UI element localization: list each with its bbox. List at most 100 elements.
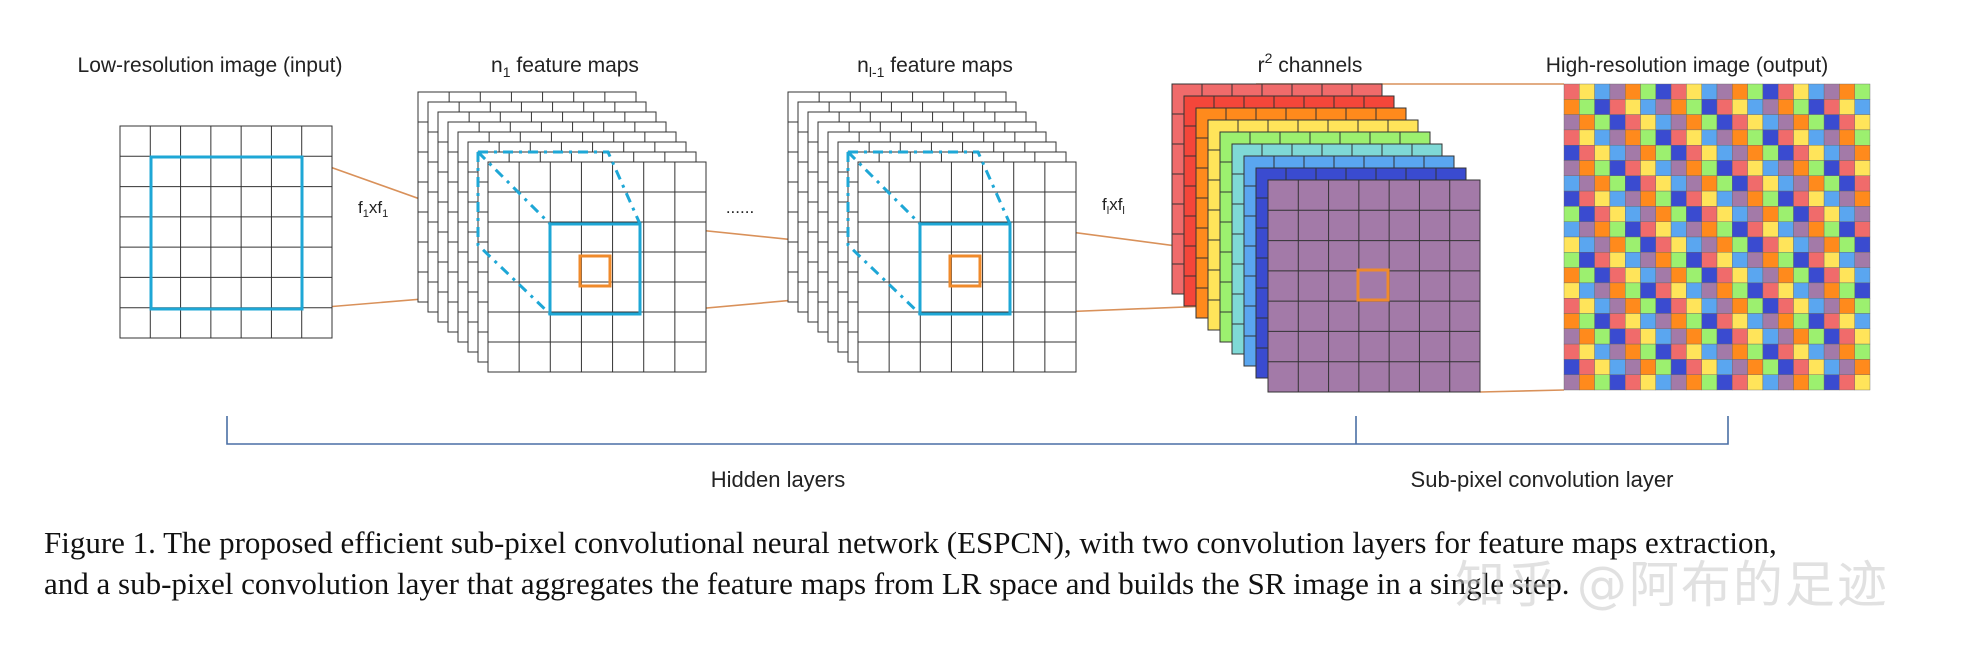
hr-pixel [1579,114,1595,131]
hr-pixel [1609,236,1626,253]
hr-pixel [1839,99,1855,115]
hr-pixel [1701,221,1718,238]
hr-pixel [1808,190,1825,207]
hr-pixel [1594,282,1611,299]
hr-pixel [1701,99,1718,115]
hr-pixel [1732,114,1748,131]
hr-pixel [1655,313,1672,330]
hr-pixel [1762,267,1779,284]
hr-pixel [1823,221,1840,238]
hr-pixel [1777,175,1794,192]
hr-pixel [1609,374,1626,391]
hr-pixel [1655,298,1672,314]
hr-pixel [1594,359,1611,375]
hr-pixel [1732,206,1748,222]
feature-maps-1-stack [417,91,707,373]
hr-pixel [1808,83,1825,100]
hr-pixel [1670,190,1687,207]
hr-pixel [1839,298,1855,314]
hr-pixel [1839,267,1855,284]
hr-pixel [1624,359,1641,375]
hr-pixel [1777,144,1794,161]
hr-pixel [1563,129,1580,146]
hr-pixel [1624,129,1641,146]
hr-pixel [1823,374,1840,391]
hr-pixel [1732,374,1748,391]
hr-pixel [1762,160,1779,177]
hr-pixel [1793,99,1810,115]
hr-pixel [1594,267,1611,284]
hr-pixel [1777,99,1794,115]
hr-pixel [1793,343,1810,360]
hr-pixel [1640,252,1657,268]
hr-pixel [1793,252,1810,268]
hr-pixel [1823,359,1840,375]
hr-pixel [1640,175,1657,192]
hr-pixel [1624,221,1641,238]
hr-pixel [1624,267,1641,284]
channels-label: r2 channels [1258,50,1363,77]
hr-pixel [1839,144,1855,161]
hr-pixel [1640,160,1657,177]
hr-pixel [1808,252,1825,268]
hr-pixel [1777,282,1794,299]
hr-pixel [1686,99,1702,115]
hr-pixel [1655,236,1672,253]
hr-pixel [1670,343,1687,360]
hr-pixel [1686,252,1702,268]
hr-pixel [1762,99,1779,115]
hr-pixel [1716,221,1733,238]
hr-pixel [1747,160,1764,177]
hr-pixel [1594,252,1611,268]
kernel-size-l-label: flxfl [1102,195,1125,217]
hr-pixel [1808,206,1825,222]
hr-pixel [1762,359,1779,375]
hr-pixel [1655,206,1672,222]
hr-pixel [1563,359,1580,375]
hr-pixel [1563,298,1580,314]
hr-pixel [1716,328,1733,345]
hr-pixel [1594,83,1611,100]
hr-pixel [1579,236,1595,253]
hr-pixel [1655,359,1672,375]
hr-pixel [1823,236,1840,253]
hr-pixel [1609,252,1626,268]
hr-pixel [1624,99,1641,115]
hr-pixel [1686,313,1702,330]
hr-pixel [1686,114,1702,131]
hr-pixel [1808,313,1825,330]
hr-pixel [1701,206,1718,222]
hr-pixel [1609,343,1626,360]
hr-pixel [1732,175,1748,192]
hr-pixel [1747,343,1764,360]
hr-pixel [1563,175,1580,192]
hr-pixel [1579,313,1595,330]
hr-pixel [1762,374,1779,391]
hr-pixel [1701,129,1718,146]
hr-pixel [1839,313,1855,330]
hr-pixel [1747,221,1764,238]
kernel-size-1-label: f1xf1 [358,198,388,220]
hr-pixel [1624,328,1641,345]
hr-pixel [1686,267,1702,284]
hr-pixel [1716,129,1733,146]
hr-pixel [1839,160,1855,177]
hr-pixel [1594,144,1611,161]
hr-pixel [1563,236,1580,253]
hr-pixel [1732,129,1748,146]
hr-pixel [1793,298,1810,314]
hr-pixel [1808,328,1825,345]
hr-pixel [1640,267,1657,284]
hr-pixel [1732,144,1748,161]
hr-pixel [1823,298,1840,314]
hr-pixel [1670,374,1687,391]
hr-pixel [1655,175,1672,192]
hr-pixel [1777,129,1794,146]
hr-pixel [1701,160,1718,177]
hr-pixel [1594,313,1611,330]
hr-pixel [1624,236,1641,253]
hr-pixel [1716,83,1733,100]
hr-pixel [1716,114,1733,131]
hr-pixel [1808,359,1825,375]
